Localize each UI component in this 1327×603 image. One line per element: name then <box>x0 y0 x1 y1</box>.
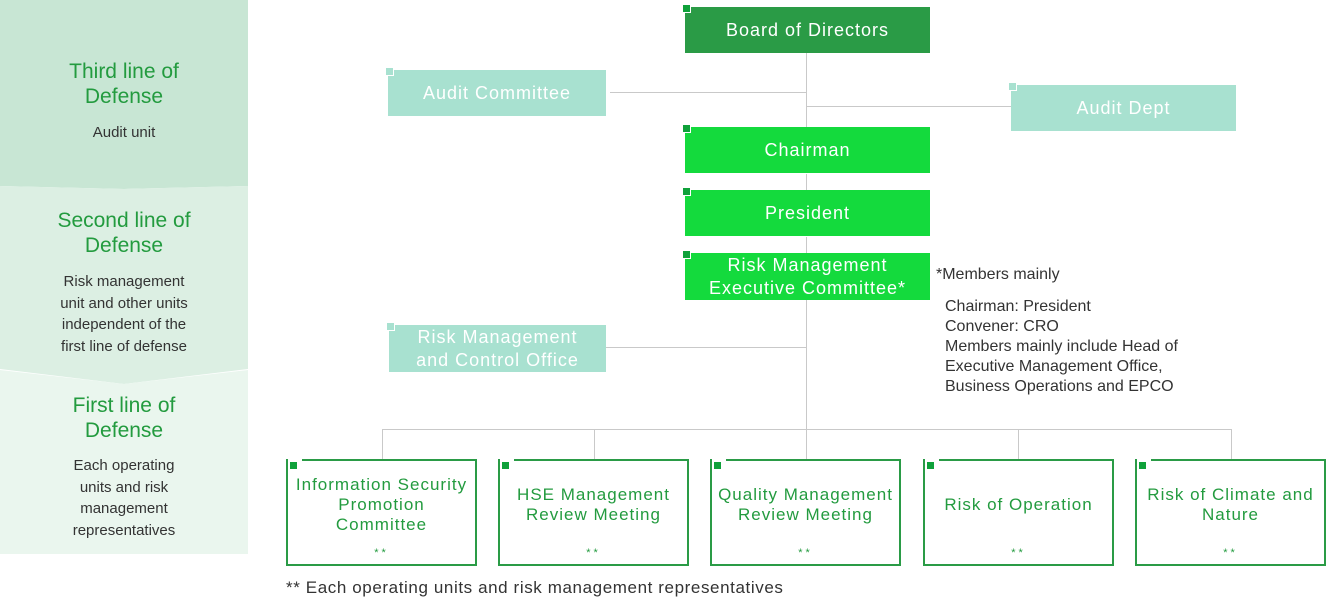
corner-gap <box>1137 459 1151 461</box>
rmec-label: Risk Management Executive Committee* <box>709 254 906 300</box>
connector-rmco <box>606 347 807 348</box>
president-label: President <box>764 202 851 223</box>
connector-audit-committee <box>610 92 807 93</box>
corner-marker <box>386 322 395 331</box>
corner-gap <box>288 459 302 461</box>
first-line-panel: First line of Defense Each operating uni… <box>0 370 248 554</box>
committee-mark: ** <box>1011 547 1026 559</box>
committee-mark: ** <box>798 547 813 559</box>
committee-risk-of-operation: Risk of Operation ** <box>923 459 1114 566</box>
rmec-label-line2: Executive Committee* <box>708 277 907 298</box>
rmco-label-line2: and Control Office <box>416 349 579 370</box>
rmec-label-line1: Risk Management <box>727 254 888 275</box>
rmco-label-line1: Risk Management <box>417 326 578 347</box>
members-note-line: Business Operations and EPCO <box>945 378 1174 395</box>
committee-name: Quality Management Review Meeting <box>718 485 893 524</box>
third-line-title: Third line of Defense <box>69 60 179 108</box>
corner-marker <box>682 187 691 196</box>
third-line-desc: Audit unit <box>92 124 156 141</box>
connector-audit-dept <box>806 106 1011 107</box>
connector-committee-2 <box>594 429 595 460</box>
rmco-label: Risk Management and Control Office <box>416 326 579 372</box>
committee-hse-management: HSE Management Review Meeting ** <box>498 459 689 566</box>
board-of-directors-box: Board of Directors <box>682 4 930 53</box>
members-note-heading: *Members mainly <box>936 266 1060 283</box>
members-note-line: Convener: CRO <box>945 318 1059 335</box>
connector-board-chairman <box>806 52 807 128</box>
members-note-line: Members mainly include Head of <box>945 338 1178 355</box>
committee-risk-of-climate-nature: Risk of Climate and Nature ** <box>1135 459 1326 566</box>
corner-marker <box>290 462 297 469</box>
members-note-body: Chairman: President Convener: CRO Member… <box>945 297 1178 397</box>
members-note-line: Executive Management Office, <box>945 358 1163 375</box>
chairman-label: Chairman <box>764 139 851 160</box>
committee-mark: ** <box>586 547 601 559</box>
connector-committee-4 <box>1018 429 1019 460</box>
connector-chairman-president <box>806 174 807 190</box>
corner-marker <box>1139 462 1146 469</box>
corner-marker <box>385 67 394 76</box>
corner-marker <box>502 462 509 469</box>
committee-mark: ** <box>374 547 389 559</box>
audit-dept-box: Audit Dept <box>1008 82 1236 131</box>
corner-marker <box>682 124 691 133</box>
connector-committee-5 <box>1231 429 1232 460</box>
risk-management-control-office-box: Risk Management and Control Office <box>386 322 606 372</box>
footnote: ** Each operating units and risk managem… <box>286 578 784 597</box>
audit-dept-label: Audit Dept <box>1076 97 1171 118</box>
second-line-desc: Risk management unit and other units ind… <box>60 273 188 355</box>
first-line-desc: Each operating units and risk management… <box>72 457 176 539</box>
corner-marker <box>1008 82 1017 91</box>
committee-name: HSE Management Review Meeting <box>517 485 670 524</box>
chairman-box: Chairman <box>682 124 930 173</box>
third-line-panel: Third line of Defense Audit unit <box>0 0 248 189</box>
president-box: President <box>682 187 930 236</box>
connector-committee-1 <box>382 429 383 460</box>
audit-committee-label: Audit Committee <box>422 82 572 103</box>
board-of-directors-label: Board of Directors <box>725 19 890 40</box>
corner-marker <box>927 462 934 469</box>
corner-marker <box>682 250 691 259</box>
second-line-title: Second line of Defense <box>57 209 191 257</box>
committee-information-security: Information Security Promotion Committee… <box>286 459 477 566</box>
corner-gap <box>925 459 939 461</box>
audit-committee-box: Audit Committee <box>385 67 606 116</box>
second-line-panel: Second line of Defense Risk management u… <box>0 186 248 384</box>
connector-committee-3 <box>806 429 807 460</box>
connector-president-rmec <box>806 237 807 253</box>
corner-marker <box>714 462 721 469</box>
corner-gap <box>712 459 726 461</box>
connector-committees-bus <box>382 429 1232 430</box>
first-line-title: First line of Defense <box>72 394 176 442</box>
committee-mark: ** <box>1223 547 1238 559</box>
corner-marker <box>682 4 691 13</box>
corner-gap <box>500 459 514 461</box>
committee-name: Information Security Promotion Committee <box>295 475 468 534</box>
committee-name: Risk of Operation <box>944 495 1093 514</box>
committee-name: Risk of Climate and Nature <box>1147 485 1314 524</box>
committee-quality-management: Quality Management Review Meeting ** <box>710 459 901 566</box>
risk-management-executive-committee-box: Risk Management Executive Committee* <box>682 250 930 300</box>
connector-rmec-down <box>806 300 807 430</box>
members-note-line: Chairman: President <box>945 298 1091 315</box>
